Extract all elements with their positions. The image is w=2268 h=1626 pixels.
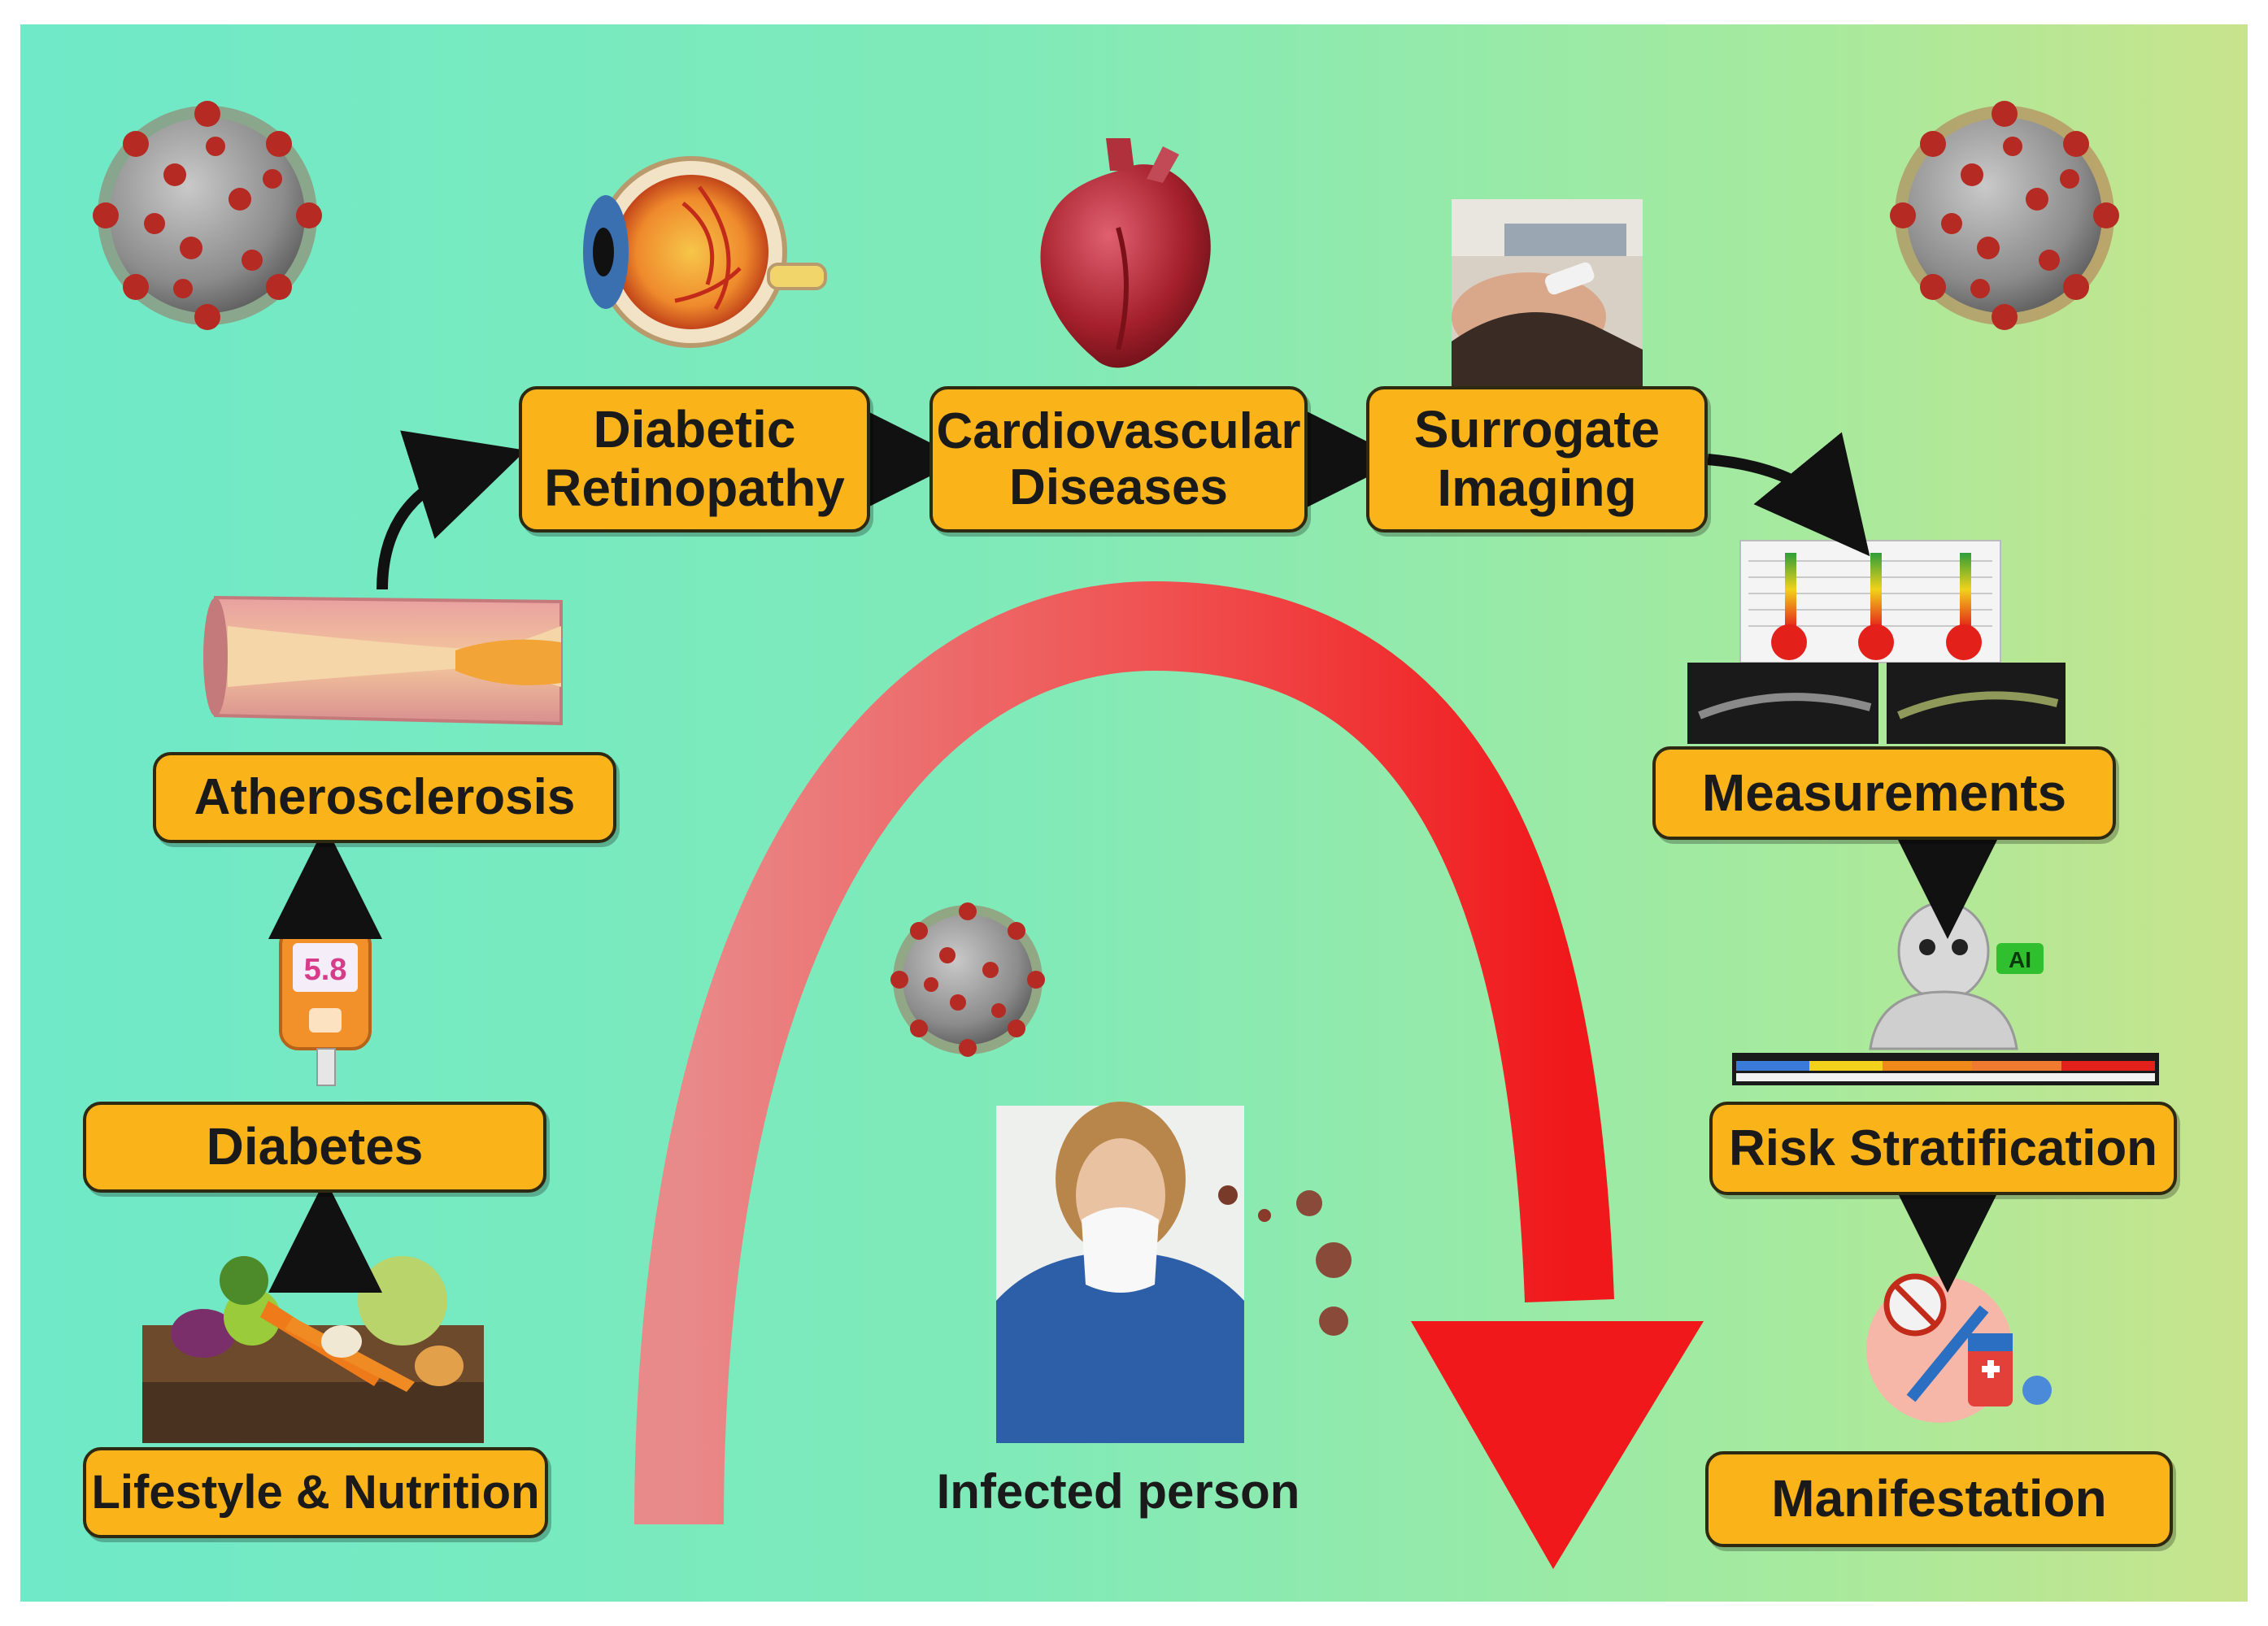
measurement-panel	[1687, 540, 2066, 744]
virus-icon	[890, 902, 1045, 1057]
flow-arrows	[268, 402, 2005, 1293]
node-diabetic-retinopathy: Diabetic Retinopathy	[519, 386, 870, 533]
node-lifestyle-nutrition: Lifestyle & Nutrition	[83, 1447, 548, 1538]
arrow-surrogate-to-measurements	[1707, 432, 1870, 557]
virus-icon	[1890, 101, 2119, 330]
vegetables-photo	[142, 1256, 484, 1443]
infected-person-photo	[996, 1102, 1352, 1443]
artery-icon	[203, 595, 563, 726]
glucometer-icon: 5.8	[279, 925, 372, 1086]
node-measurements: Measurements	[1652, 746, 2116, 840]
node-label-line: Diabetic	[593, 400, 796, 459]
heart-icon	[1040, 138, 1211, 368]
medicine-icon	[1866, 1273, 2052, 1423]
node-label-line: Surrogate	[1413, 400, 1661, 459]
node-diabetes: Diabetes	[83, 1102, 546, 1193]
arrow-atherosclerosis-to-retinopathy	[377, 430, 526, 590]
node-label-line: Imaging	[1437, 459, 1637, 517]
node-label-line: Cardiovascular	[936, 402, 1301, 459]
risk-bar	[1732, 1053, 2159, 1085]
eye-icon	[583, 156, 827, 348]
node-manifestation: Manifestation	[1705, 1451, 2173, 1547]
transmission-arc-arrow	[634, 580, 1704, 1569]
node-surrogate-imaging: Surrogate Imaging	[1366, 386, 1708, 533]
infected-person-caption: Infected person	[936, 1464, 1300, 1519]
robot-icon: AI	[1869, 901, 2044, 1050]
node-risk-stratification: Risk Stratification	[1709, 1102, 2177, 1195]
node-cardiovascular-diseases: Cardiovascular Diseases	[929, 386, 1308, 533]
svg-text:AI: AI	[2009, 947, 2031, 972]
ultrasound-photo	[1452, 199, 1643, 386]
svg-text:5.8: 5.8	[304, 953, 347, 987]
node-label-line: Diseases	[1009, 459, 1228, 515]
virus-icon	[93, 101, 322, 330]
node-label-line: Retinopathy	[544, 459, 845, 517]
node-atherosclerosis: Atherosclerosis	[153, 752, 616, 843]
